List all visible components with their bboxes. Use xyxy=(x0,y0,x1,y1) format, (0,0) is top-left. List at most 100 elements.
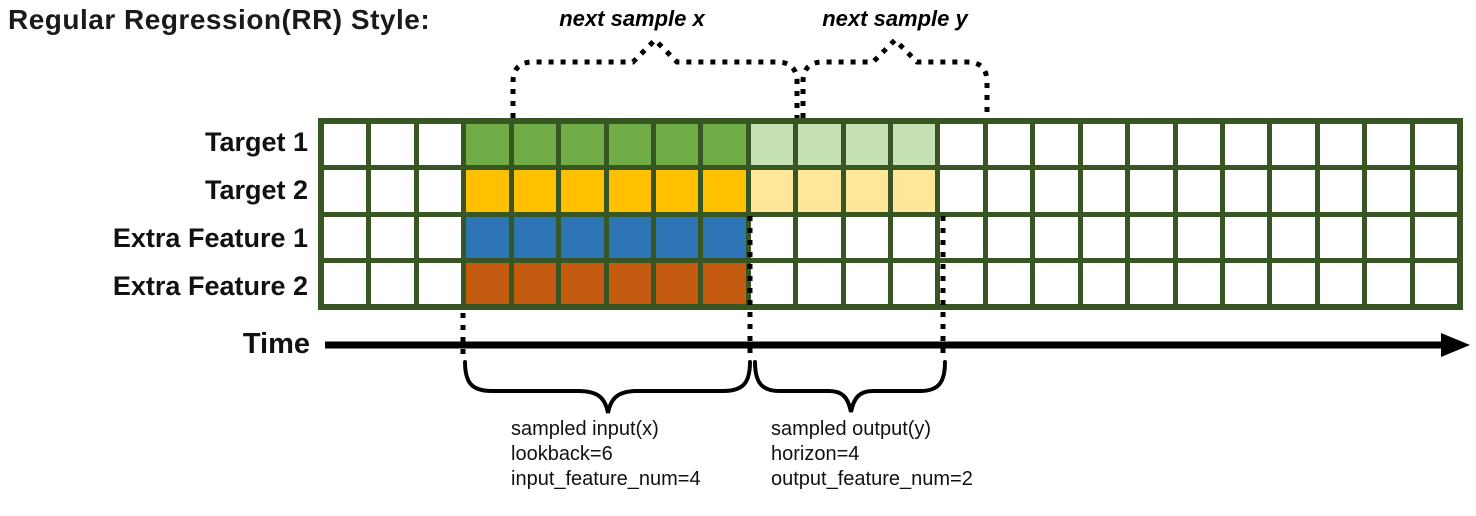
horizon-value: horizon=4 xyxy=(771,443,860,465)
grid-cell xyxy=(893,170,936,212)
grid-cell xyxy=(798,216,841,258)
next-sample-y-brace xyxy=(800,36,990,118)
grid-cell xyxy=(513,124,557,166)
grid-cell xyxy=(418,216,462,258)
grid-cell xyxy=(655,170,699,212)
grid-cell xyxy=(798,262,841,304)
grid-cell xyxy=(561,216,604,258)
grid-cell xyxy=(608,262,651,304)
grid-cell xyxy=(1130,124,1173,166)
grid-cell xyxy=(987,262,1031,304)
grid-cell xyxy=(1130,170,1173,212)
grid-cell xyxy=(1224,170,1268,212)
grid-cell xyxy=(418,124,462,166)
grid-cell xyxy=(1177,216,1220,258)
grid-cell xyxy=(703,124,746,166)
grid-cell xyxy=(608,124,651,166)
grid-cell xyxy=(987,170,1031,212)
grid-cell xyxy=(845,262,888,304)
row-label-column: Target 1 Target 2 Extra Feature 1 Extra … xyxy=(0,118,308,310)
grid-cell xyxy=(561,262,604,304)
sampled-input-title: sampled input(x) xyxy=(511,418,659,440)
grid-cell xyxy=(1224,124,1268,166)
grid-cell xyxy=(324,216,367,258)
grid-cell xyxy=(418,262,462,304)
grid-cell xyxy=(1414,216,1457,258)
output-feature-num-value: output_feature_num=2 xyxy=(771,468,973,490)
grid-cell xyxy=(608,170,651,212)
grid-cell xyxy=(940,124,983,166)
grid-cell xyxy=(1367,216,1410,258)
grid-cell xyxy=(1177,262,1220,304)
grid-cell xyxy=(655,124,699,166)
next-sample-y-label: next sample y xyxy=(822,6,968,31)
grid-cell xyxy=(466,216,509,258)
row-label-extra-feature-2: Extra Feature 2 xyxy=(112,270,308,301)
next-sample-x-brace xyxy=(510,36,800,118)
grid-cell xyxy=(513,216,557,258)
grid-cell xyxy=(561,124,604,166)
grid-cell xyxy=(750,262,794,304)
grid-cell xyxy=(893,216,936,258)
grid-cell xyxy=(1414,124,1457,166)
grid-cell xyxy=(466,262,509,304)
grid-cell xyxy=(1367,170,1410,212)
next-sample-x-label: next sample x xyxy=(559,6,705,31)
grid-cell xyxy=(1367,124,1410,166)
grid-cell xyxy=(1082,170,1126,212)
grid-cell xyxy=(371,216,414,258)
sampled-input-note: sampled input(x) lookback=6 input_featur… xyxy=(511,417,701,492)
grid-cell xyxy=(466,170,509,212)
sampled-output-brace xyxy=(753,360,947,413)
row-label-target-1: Target 1 xyxy=(204,126,308,157)
grid-cell xyxy=(987,124,1031,166)
time-axis-label: Time xyxy=(242,328,310,360)
grid-cell xyxy=(1130,216,1173,258)
grid-cell xyxy=(1272,170,1315,212)
grid-cell xyxy=(1224,216,1268,258)
grid-cell xyxy=(940,262,983,304)
grid-cell xyxy=(371,262,414,304)
grid-cell xyxy=(1177,170,1220,212)
grid-cell xyxy=(798,124,841,166)
diagram-title: Regular Regression(RR) Style: xyxy=(8,4,431,35)
grid-cell xyxy=(1177,124,1220,166)
grid-cell xyxy=(371,170,414,212)
sampled-output-title: sampled output(y) xyxy=(771,418,932,440)
grid-cell xyxy=(703,262,746,304)
grid-cell xyxy=(1082,262,1126,304)
grid-cell xyxy=(371,124,414,166)
input-feature-num-value: input_feature_num=4 xyxy=(511,468,701,490)
grid-cell xyxy=(1224,262,1268,304)
grid-cell xyxy=(893,124,936,166)
grid-cell xyxy=(324,262,367,304)
grid-cell xyxy=(1319,262,1363,304)
row-label-extra-feature-1: Extra Feature 1 xyxy=(112,222,308,253)
grid-cell xyxy=(703,216,746,258)
grid-cell xyxy=(845,216,888,258)
grid-cell xyxy=(655,216,699,258)
grid-cell xyxy=(1035,216,1078,258)
grid-cell xyxy=(1319,170,1363,212)
grid-cell xyxy=(750,216,794,258)
grid-cell xyxy=(513,170,557,212)
grid-cell xyxy=(1367,262,1410,304)
grid-cell xyxy=(1082,216,1126,258)
row-label-target-2: Target 2 xyxy=(204,174,308,205)
grid-cell xyxy=(1272,262,1315,304)
grid-cell xyxy=(703,170,746,212)
grid-cell xyxy=(750,170,794,212)
grid-cell xyxy=(1035,170,1078,212)
grid-cell xyxy=(655,262,699,304)
grid-cell xyxy=(987,216,1031,258)
grid-cell xyxy=(1272,216,1315,258)
grid-cell xyxy=(466,124,509,166)
grid-cell xyxy=(845,124,888,166)
grid-cell xyxy=(418,170,462,212)
grid-cell xyxy=(750,124,794,166)
grid-cell xyxy=(324,124,367,166)
grid-cell xyxy=(845,170,888,212)
grid-cell xyxy=(1272,124,1315,166)
grid-cell xyxy=(608,216,651,258)
